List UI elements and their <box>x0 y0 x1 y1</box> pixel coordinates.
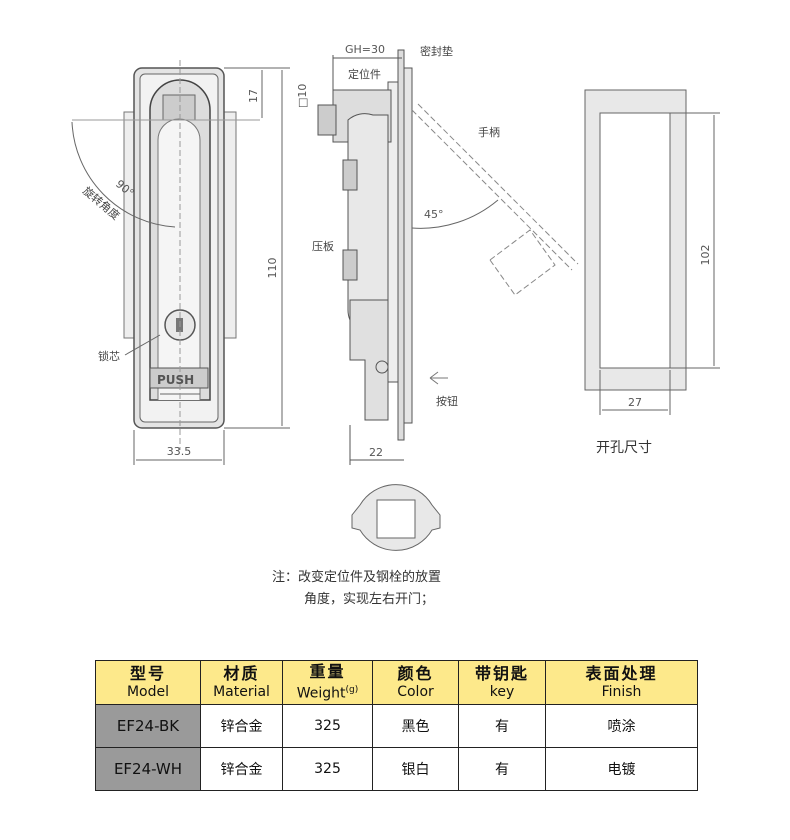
note-line-1: 注：改变定位件及钢栓的放置 <box>272 570 442 585</box>
cutout-view <box>584 89 720 415</box>
locator-label: 定位件 <box>348 67 381 81</box>
cell-weight: 325 <box>282 747 373 791</box>
gasket-label: 密封垫 <box>420 44 453 58</box>
dim-square: □10 <box>296 84 309 108</box>
table-row: EF24-BK 锌合金 325 黑色 有 喷涂 <box>95 704 698 748</box>
technical-drawing: 33.5 110 17 90° 旋转角度 锁芯 PUSH GH=30 □10 2… <box>71 43 720 551</box>
cell-key: 有 <box>458 704 546 748</box>
angle-45: 45° <box>424 208 444 221</box>
dim-cutout-width: 27 <box>628 396 642 409</box>
note: 注：改变定位件及钢栓的放置 角度，实现左右开门； <box>272 567 441 611</box>
table-row: EF24-WH 锌合金 325 银白 有 电镀 <box>95 747 698 791</box>
handle-label: 手柄 <box>478 125 500 139</box>
button-label: 按钮 <box>436 394 458 408</box>
cutout-title: 开孔尺寸 <box>596 440 652 456</box>
dim-front-top: 17 <box>247 89 260 103</box>
cell-finish: 电镀 <box>545 747 698 791</box>
dim-cutout-height: 102 <box>699 245 712 266</box>
note-line-2: 角度，实现左右开门； <box>304 592 435 607</box>
cell-color: 黑色 <box>372 704 459 748</box>
front-view <box>71 60 290 465</box>
cell-key: 有 <box>458 747 546 791</box>
cell-material: 锌合金 <box>200 704 283 748</box>
dim-front-height: 110 <box>266 258 279 279</box>
dim-depth: 22 <box>369 446 383 459</box>
cell-material: 锌合金 <box>200 747 283 791</box>
cell-weight: 325 <box>282 704 373 748</box>
push-text: PUSH <box>157 373 194 387</box>
plate-label: 压板 <box>312 239 334 253</box>
dim-front-width: 33.5 <box>167 445 192 458</box>
cell-finish: 喷涂 <box>545 704 698 748</box>
cell-color: 银白 <box>372 747 459 791</box>
cell-model: EF24-BK <box>95 704 201 748</box>
shaft-section <box>351 484 441 551</box>
cell-model: EF24-WH <box>95 747 201 791</box>
dim-gh: GH=30 <box>345 43 385 56</box>
side-view <box>317 49 579 465</box>
lock-core-label: 锁芯 <box>98 349 120 363</box>
